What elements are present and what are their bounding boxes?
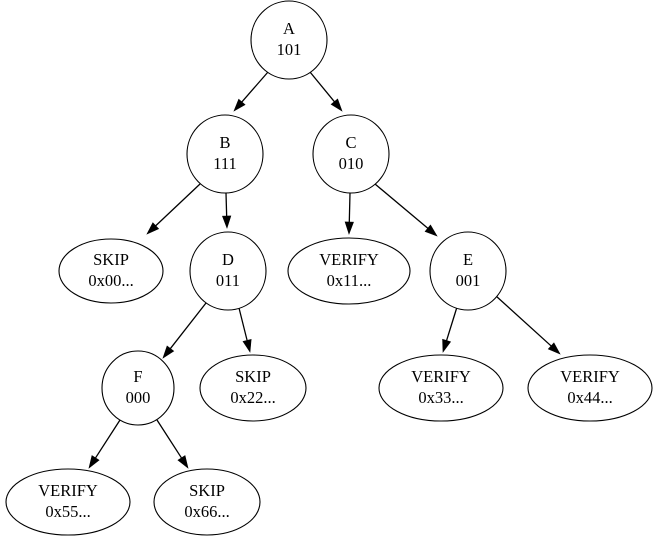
edge-e-verify44: [495, 295, 561, 355]
node-skip-0x22[interactable]: SKIP 0x22...: [199, 354, 307, 422]
edge-a-c: [309, 71, 343, 112]
node-skip-0x00[interactable]: SKIP 0x00...: [58, 238, 164, 304]
node-f-label-bottom: 000: [126, 388, 151, 407]
edge-e-verify33: [442, 306, 458, 353]
node-verify-0x44-label-bottom: 0x44...: [567, 388, 612, 407]
edge-b-d: [222, 192, 232, 229]
node-b-label-top: B: [219, 133, 230, 152]
edge-d-skip22: [238, 307, 252, 353]
node-e-label-bottom: 001: [456, 271, 481, 290]
node-verify-0x11-label-top: VERIFY: [319, 250, 379, 269]
edge-d-f: [162, 302, 207, 359]
node-verify-0x55[interactable]: VERIFY 0x55...: [5, 468, 131, 536]
node-verify-0x55-label-bottom: 0x55...: [45, 502, 90, 521]
node-skip-0x00-label-bottom: 0x00...: [88, 271, 133, 290]
edges-layer: [88, 71, 561, 469]
node-skip-0x22-label-bottom: 0x22...: [230, 388, 275, 407]
node-verify-0x33[interactable]: VERIFY 0x33...: [378, 354, 504, 422]
node-verify-0x44-label-top: VERIFY: [560, 367, 620, 386]
edge-b-skip00: [146, 183, 201, 235]
node-d[interactable]: D 011: [189, 231, 267, 311]
node-verify-0x44[interactable]: VERIFY 0x44...: [527, 354, 653, 422]
node-f-label-top: F: [133, 367, 142, 386]
node-a-label-top: A: [283, 19, 295, 38]
node-skip-0x66[interactable]: SKIP 0x66...: [153, 468, 261, 536]
node-skip-0x00-label-top: SKIP: [93, 250, 129, 269]
nodes-layer: A101B111C010SKIP0x00...D011VERIFY0x11...…: [5, 0, 653, 536]
node-d-label-bottom: 011: [216, 271, 240, 290]
node-b[interactable]: B 111: [186, 114, 264, 194]
node-a[interactable]: A 101: [250, 0, 328, 80]
node-verify-0x33-label-top: VERIFY: [411, 367, 471, 386]
node-e[interactable]: E 001: [429, 231, 507, 311]
node-skip-0x66-label-bottom: 0x66...: [184, 502, 229, 521]
edge-f-verify55: [88, 419, 121, 469]
edge-c-verify11: [344, 192, 354, 235]
edge-f-skip66: [156, 419, 189, 469]
node-verify-0x33-label-bottom: 0x33...: [418, 388, 463, 407]
node-verify-0x11-label-bottom: 0x11...: [327, 271, 372, 290]
edge-c-e: [374, 183, 438, 237]
node-e-label-top: E: [463, 250, 473, 269]
node-c-label-top: C: [345, 133, 356, 152]
node-d-label-top: D: [222, 250, 234, 269]
edge-a-b: [233, 71, 269, 112]
node-skip-0x66-label-top: SKIP: [189, 481, 225, 500]
node-c-label-bottom: 010: [339, 154, 364, 173]
node-f[interactable]: F 000: [101, 350, 175, 426]
node-verify-0x11[interactable]: VERIFY 0x11...: [287, 237, 411, 305]
node-a-label-bottom: 101: [277, 40, 302, 59]
node-c[interactable]: C 010: [312, 114, 390, 194]
node-skip-0x22-label-top: SKIP: [235, 367, 271, 386]
node-verify-0x55-label-top: VERIFY: [38, 481, 98, 500]
node-b-label-bottom: 111: [213, 154, 237, 173]
